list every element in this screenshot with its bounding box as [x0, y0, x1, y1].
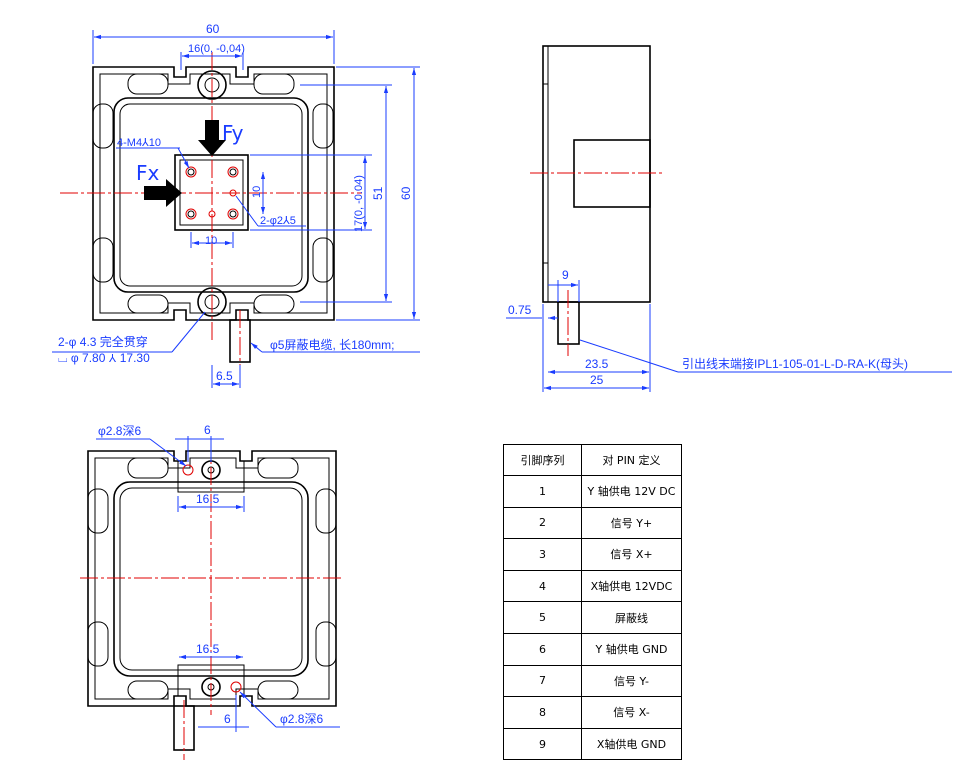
dim-pad-10-v: 10 — [251, 186, 263, 198]
force-fx-label: Fx — [136, 161, 160, 185]
connector-note: 引出线末端接IPL1-105-01-L-D-RA-K(母头) — [682, 356, 908, 371]
pin-definition: 屏蔽线 — [581, 601, 682, 634]
cable-offset-dim: 6.5 — [216, 369, 233, 383]
table-header-definition: 对 PIN 定义 — [581, 444, 682, 476]
dim-side-9: 9 — [562, 268, 569, 282]
top-inner-pocket-rim — [119, 103, 303, 287]
top-plate-inner-rim — [99, 73, 328, 314]
pin-number: 8 — [503, 696, 582, 729]
fx-arrow-icon — [144, 179, 182, 207]
dim-bottom-165-top: 16.5 — [196, 492, 220, 506]
dim-top-inner-height: 51 — [371, 186, 385, 200]
pin-number: 5 — [503, 601, 582, 634]
dim-mount-vertical: 17(0, -0.04) — [353, 175, 365, 232]
bottom-side-slots — [87, 457, 337, 700]
pin-number: 7 — [503, 664, 582, 698]
dim-bottom-165-bottom: 16.5 — [196, 642, 220, 656]
pin-definition: Y 轴供电 GND — [581, 632, 682, 666]
dim-bottom-6-bottom: 6 — [224, 712, 231, 726]
pin-number: 4 — [503, 569, 582, 603]
dim-hole-spacing: 16(0, -0,04) — [188, 43, 245, 55]
side-view: 9 0.75 23.5 25 引出线末端接IPL1-105-01-L-D-RA-… — [506, 45, 952, 392]
table-header-row: 引脚序列 对 PIN 定义 — [503, 444, 682, 476]
dim-top-width: 60 — [206, 22, 220, 36]
bottom-view: 6 φ2.8深6 16.5 16.5 6 φ2.8深6 — [80, 423, 344, 760]
pin-definition: 信号 Y- — [581, 664, 682, 698]
pin-number: 1 — [503, 475, 582, 508]
thread-note: 4-M4⅄10 — [117, 137, 161, 149]
top-side-slots — [92, 73, 334, 314]
pin-definition: 信号 Y+ — [581, 506, 682, 540]
bottom-plate-inner-rim — [94, 457, 330, 700]
pin-number: 3 — [503, 538, 582, 571]
top-inner-pocket — [113, 97, 309, 293]
dim-side-235: 23.5 — [585, 357, 609, 371]
pin-number: 2 — [503, 506, 582, 540]
counterbore-note: ⌴ φ 7.80 ⅄ 17.30 — [58, 351, 150, 365]
pin-definition: X轴供电 GND — [581, 727, 682, 761]
pin-number: 9 — [503, 727, 582, 761]
force-fy-label: Fy — [222, 121, 244, 145]
dim-pad-10-h: 10 — [205, 235, 217, 247]
dim-side-25: 25 — [590, 373, 604, 387]
fy-arrow-icon — [198, 120, 226, 156]
bottom-pin-hole-bottom: φ2.8深6 — [280, 712, 323, 726]
top-plate-outline — [92, 66, 335, 321]
table-header-pin: 引脚序列 — [503, 444, 582, 476]
through-hole-note: 2-φ 4.3 完全贯穿 — [58, 334, 148, 349]
pin-number: 6 — [503, 632, 582, 666]
pin-definition: 信号 X- — [581, 696, 682, 729]
pin-definition: 信号 X+ — [581, 538, 682, 571]
dim-side-075: 0.75 — [508, 303, 532, 317]
pin-definition: X轴供电 12VDC — [581, 569, 682, 603]
pin-definition: Y 轴供电 12V DC — [581, 475, 682, 508]
pin-note: 2-φ2⅄5 — [260, 215, 296, 227]
top-thread-holes — [185, 166, 239, 220]
bottom-pin-hole-top: φ2.8深6 — [98, 424, 141, 438]
top-view: Fy Fx 60 16(0, -0,04) 60 51 17(0, -0.04)… — [52, 22, 420, 388]
dim-bottom-6-top: 6 — [204, 423, 211, 437]
side-body — [542, 45, 651, 303]
cable-note: φ5屏蔽电缆, 长180mm; — [270, 338, 394, 352]
dim-top-height: 60 — [399, 186, 413, 200]
